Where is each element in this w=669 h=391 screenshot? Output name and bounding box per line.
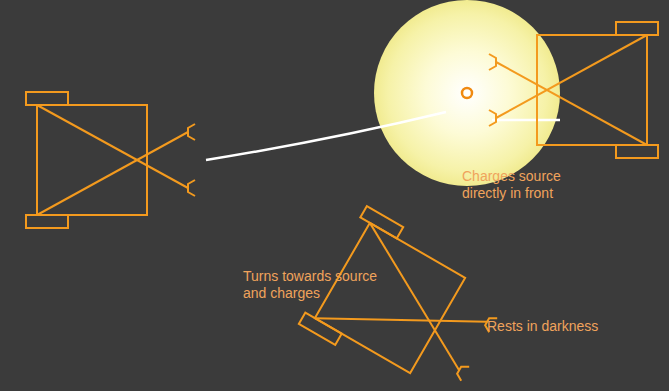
vehicle xyxy=(489,22,658,158)
vehicle xyxy=(26,92,195,228)
path-line xyxy=(492,119,560,122)
caption-label: Rests in darkness xyxy=(487,318,657,335)
vehicle xyxy=(299,206,513,391)
light-source xyxy=(374,0,560,186)
caption-label: Charges source directly in front xyxy=(462,168,592,202)
caption-label: Turns towards source and charges xyxy=(243,268,393,302)
path-line xyxy=(206,112,446,160)
